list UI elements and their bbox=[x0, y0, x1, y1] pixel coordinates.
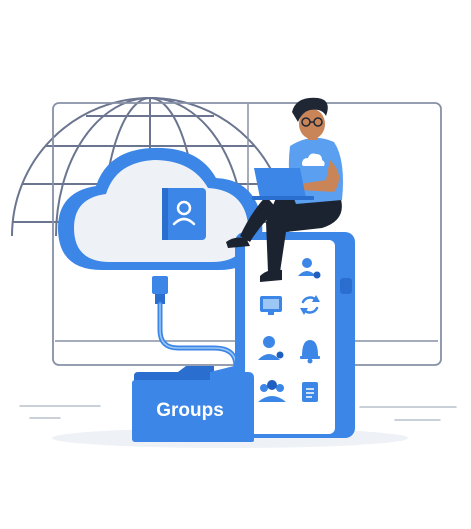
groups-folder: Groups bbox=[132, 366, 254, 442]
laptop bbox=[252, 168, 314, 200]
phone-side-button bbox=[340, 278, 352, 294]
folder-label: Groups bbox=[156, 400, 224, 421]
user-upload-icon bbox=[298, 258, 321, 279]
usb-cable bbox=[152, 276, 239, 375]
bell-icon bbox=[300, 340, 320, 364]
document-icon bbox=[302, 382, 318, 402]
group-icon bbox=[258, 380, 286, 402]
monitor-icon bbox=[260, 296, 282, 315]
glasses bbox=[301, 117, 323, 127]
person bbox=[226, 97, 343, 282]
shirt-cloud-icon bbox=[302, 153, 325, 166]
contact-card-icon bbox=[162, 188, 206, 240]
floor-lines bbox=[19, 405, 457, 421]
user-settings-icon bbox=[258, 336, 284, 360]
sync-icon bbox=[300, 295, 320, 315]
